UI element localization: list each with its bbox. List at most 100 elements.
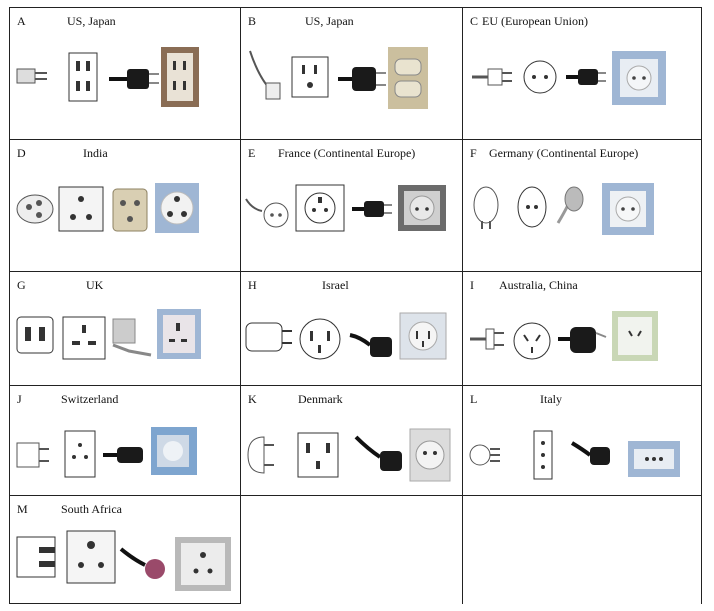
cell-letter: D <box>17 146 26 160</box>
cord-e-icon <box>352 201 392 217</box>
plug-a-icon <box>16 68 47 84</box>
cell-letter: M <box>17 502 28 516</box>
cell-letter: G <box>17 278 26 292</box>
outlet-k-photo <box>409 428 451 482</box>
outlet-g-icon <box>62 316 106 360</box>
plug-illustrations-m <box>16 530 231 591</box>
outlet-e-photo <box>398 185 446 231</box>
cell-l: L Italy <box>462 385 702 495</box>
plug-illustrations-e <box>245 184 446 232</box>
plug-illustrations-j <box>16 427 197 478</box>
cord-j-icon <box>103 447 143 463</box>
outlet-j-photo <box>151 427 197 475</box>
cell-d: D India <box>9 139 240 271</box>
cell-h: H Israel <box>240 271 462 385</box>
cell-i: I Australia, China <box>462 271 702 385</box>
plug-h-icon <box>245 322 292 352</box>
plug-illustrations-a <box>16 47 199 107</box>
plug-b-icon <box>249 50 281 100</box>
plug-k-icon <box>247 436 274 474</box>
table-border-top <box>9 7 702 8</box>
plug-m-icon <box>16 536 56 578</box>
cell-letter: I <box>470 278 474 292</box>
cord-m-icon <box>119 547 165 579</box>
outlet-g-photo <box>157 309 201 359</box>
plug-e-icon <box>245 198 289 228</box>
plug-illustrations-h <box>245 312 447 360</box>
plug-illustrations-i <box>470 311 658 361</box>
cord-f-icon <box>556 186 584 224</box>
cell-letter: L <box>470 392 478 406</box>
outlet-l-photo <box>628 441 680 477</box>
cell-country: Germany (Continental Europe) <box>489 146 639 160</box>
cell-country: Denmark <box>298 392 343 406</box>
outlet-m-photo <box>175 537 231 591</box>
plug-f-icon <box>473 186 499 229</box>
outlet-m-icon <box>66 530 116 584</box>
cell-country: US, Japan <box>67 14 116 28</box>
table-border-left <box>9 7 10 604</box>
cell-country: Israel <box>322 278 349 292</box>
cell-m: M South Africa <box>9 495 240 604</box>
cord-c-icon <box>566 69 606 85</box>
adapter-d-icon <box>112 188 148 232</box>
cell-e: E France (Continental Europe) <box>240 139 462 271</box>
cell-f: F Germany (Continental Europe) <box>462 139 702 271</box>
plug-illustrations-g <box>16 309 201 360</box>
plug-illustrations-b <box>249 47 428 109</box>
cell-country: France (Continental Europe) <box>278 146 416 160</box>
table-rule <box>9 495 702 496</box>
outlet-i-icon <box>513 322 551 360</box>
cell-g: G UK <box>9 271 240 385</box>
cord-h-icon <box>349 333 392 357</box>
cell-country: Australia, China <box>499 278 578 292</box>
cell-letter: E <box>248 146 256 160</box>
outlet-a-photo <box>161 47 199 107</box>
outlet-f-photo <box>602 183 654 235</box>
cell-c: C EU (European Union) <box>462 7 702 139</box>
plug-illustrations-l <box>469 430 680 480</box>
cell-country: Switzerland <box>61 392 119 406</box>
outlet-i-photo <box>612 311 658 361</box>
outlet-k-icon <box>297 432 339 478</box>
outlet-h-photo <box>399 312 447 360</box>
cell-country: EU (European Union) <box>482 14 588 28</box>
outlet-d-icon <box>58 186 104 232</box>
cell-letter: C <box>470 14 479 28</box>
plug-d-icon <box>16 194 54 224</box>
plug-g-icon <box>16 316 54 354</box>
cell-letter: J <box>17 392 22 406</box>
plug-i-icon <box>470 328 504 350</box>
outlet-a-icon <box>68 52 98 102</box>
cell-country: US, Japan <box>305 14 354 28</box>
cell-a: A US, Japan <box>9 7 240 139</box>
plug-illustrations-d <box>16 183 199 233</box>
table-border-right <box>701 7 702 604</box>
table-rule <box>9 139 702 140</box>
cell-country: India <box>83 146 108 160</box>
plug-c-icon <box>472 68 512 86</box>
outlet-b-photo <box>388 47 428 109</box>
plug-type-table: A US, Japan B US, Japan C EU (European U… <box>9 7 702 604</box>
outlet-l-icon <box>533 430 553 480</box>
cell-letter: F <box>470 146 477 160</box>
outlet-e-icon <box>295 184 345 232</box>
cell-country: South Africa <box>61 502 122 516</box>
cell-j: J Switzerland <box>9 385 240 495</box>
outlet-d-photo <box>155 183 199 233</box>
table-rule-vertical <box>240 7 241 604</box>
cord-a-icon <box>109 69 159 89</box>
cord-b-icon <box>338 67 386 91</box>
plug-illustrations-f <box>473 183 654 235</box>
outlet-j-icon <box>64 430 96 478</box>
cell-letter: K <box>248 392 257 406</box>
cell-country: Italy <box>540 392 562 406</box>
table-rule-vertical <box>462 7 463 604</box>
table-rule <box>9 385 702 386</box>
cell-letter: A <box>17 14 26 28</box>
plug-l-icon <box>469 444 500 466</box>
cord-l-icon <box>570 441 610 465</box>
cell-country: UK <box>86 278 104 292</box>
table-border-bottom <box>9 603 240 604</box>
cord-k-icon <box>354 435 402 471</box>
